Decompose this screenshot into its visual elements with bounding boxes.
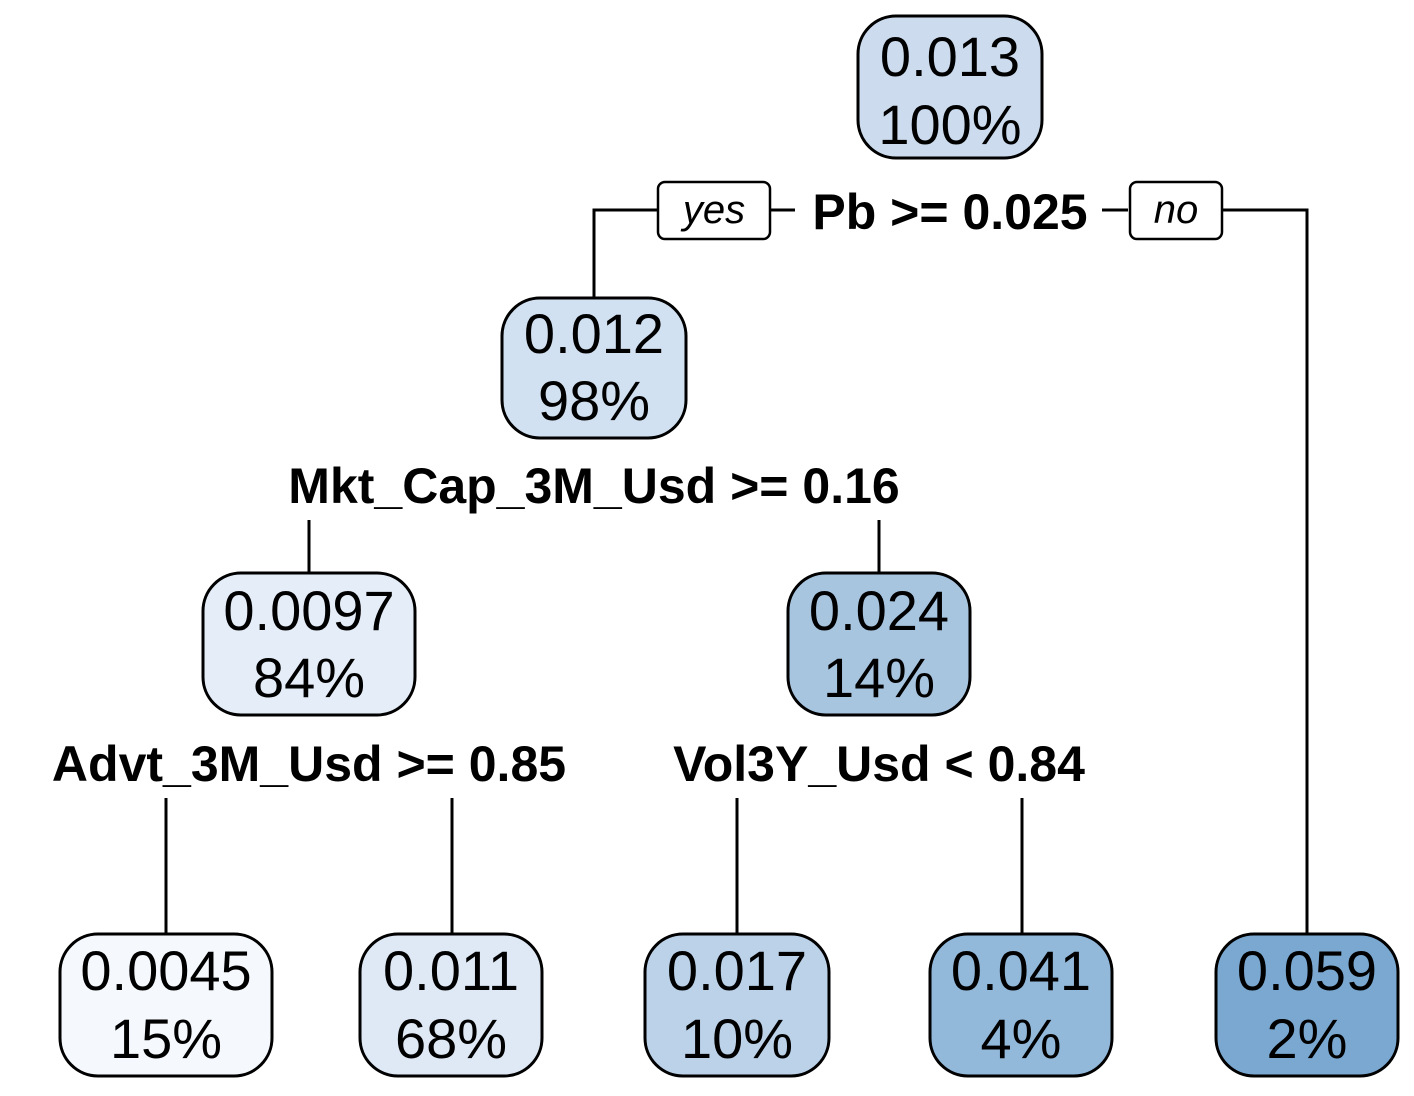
node-n5-value: 0.024 [809, 579, 949, 642]
split-root-label: Pb >= 0.025 [812, 184, 1087, 240]
leaf-4-box [928, 932, 1114, 1078]
node-n4-box [201, 571, 417, 717]
split-n4-label: Advt_3M_Usd >= 0.85 [52, 736, 566, 792]
split-n2-label: Mkt_Cap_3M_Usd >= 0.16 [288, 458, 899, 514]
node-n5-percent: 14% [823, 646, 935, 709]
leaf-1-box [58, 932, 274, 1078]
leaf-1[interactable]: 0.0045 15% [58, 932, 274, 1078]
node-n2-value: 0.012 [524, 302, 664, 365]
leaf-5-percent: 2% [1267, 1007, 1348, 1070]
node-n5-box [786, 571, 972, 717]
node-root-box [856, 14, 1044, 160]
node-root[interactable]: 0.013 100% [856, 14, 1044, 160]
leaf-2-percent: 68% [395, 1007, 507, 1070]
leaf-4-percent: 4% [981, 1007, 1062, 1070]
node-n2-percent: 98% [538, 369, 650, 432]
no-tag-label: no [1154, 188, 1199, 232]
leaf-4-value: 0.041 [951, 939, 1091, 1002]
node-n2[interactable]: 0.012 98% [500, 296, 688, 440]
node-root-value: 0.013 [880, 25, 1020, 88]
node-n4-value: 0.0097 [223, 579, 394, 642]
no-tag: no [1128, 180, 1224, 241]
edge-root-no [1222, 208, 1309, 934]
tree-edges [164, 208, 1309, 934]
leaf-2-box [358, 932, 544, 1078]
yes-tag-label: yes [680, 188, 745, 232]
leaf-4[interactable]: 0.041 4% [928, 932, 1114, 1078]
leaf-3-box [643, 932, 831, 1078]
node-n4-percent: 84% [253, 646, 365, 709]
leaf-2-value: 0.011 [383, 939, 519, 1002]
leaf-5-box [1214, 932, 1400, 1078]
leaf-3-value: 0.017 [667, 939, 807, 1002]
leaf-5-value: 0.059 [1237, 939, 1377, 1002]
leaf-3-percent: 10% [681, 1007, 793, 1070]
leaf-1-value: 0.0045 [80, 939, 251, 1002]
split-n5-label: Vol3Y_Usd < 0.84 [673, 736, 1085, 792]
node-n4[interactable]: 0.0097 84% [201, 571, 417, 717]
edge-root-yes [592, 208, 658, 298]
leaf-5[interactable]: 0.059 2% [1214, 932, 1400, 1078]
no-tag-box [1128, 180, 1224, 241]
leaf-3[interactable]: 0.017 10% [643, 932, 831, 1078]
node-root-percent: 100% [878, 93, 1021, 156]
yes-tag: yes [656, 180, 772, 241]
yes-tag-box [656, 180, 772, 241]
node-n2-box [500, 296, 688, 440]
node-n5[interactable]: 0.024 14% [786, 571, 972, 717]
leaf-1-percent: 15% [110, 1007, 222, 1070]
leaf-2[interactable]: 0.011 68% [358, 932, 544, 1078]
